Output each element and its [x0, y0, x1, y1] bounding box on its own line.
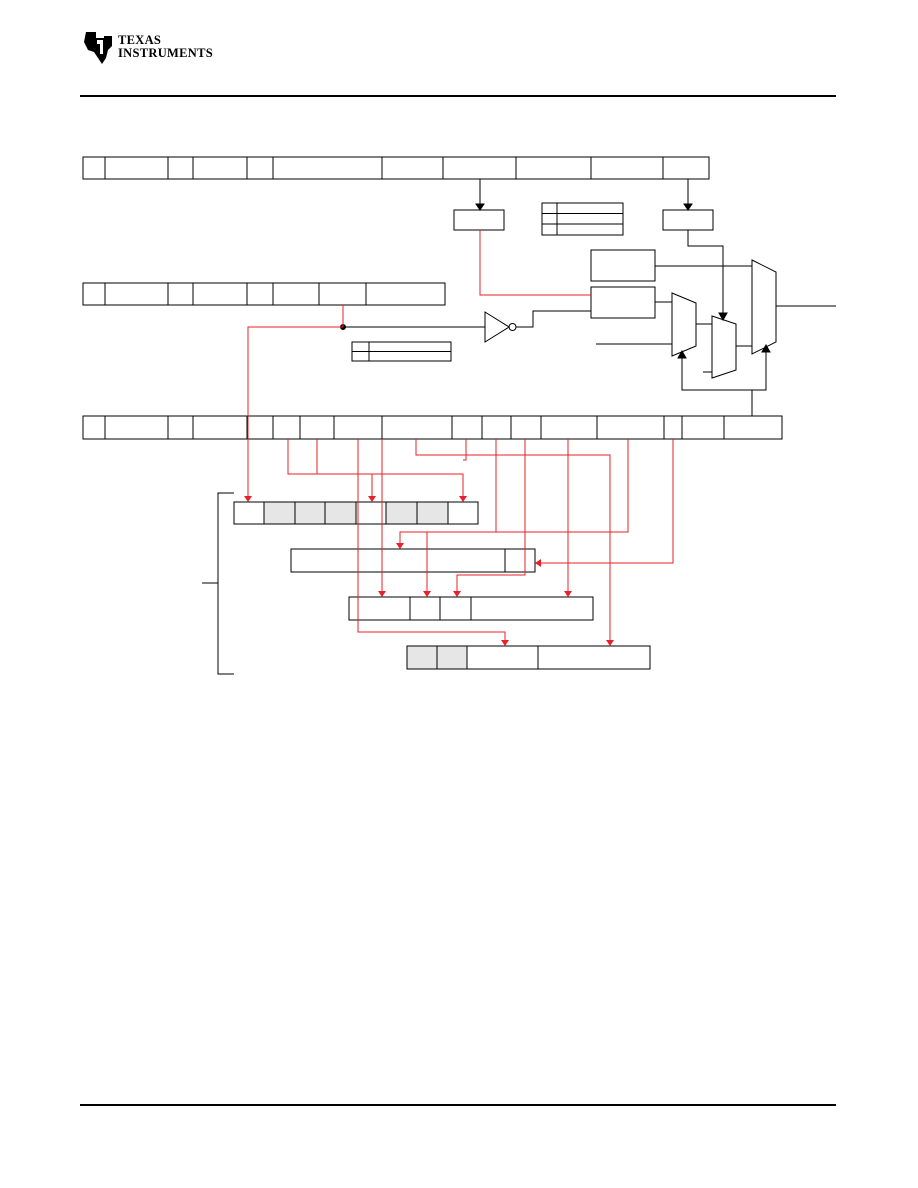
reg1-field: [82, 156, 106, 180]
reg2-field: [104, 282, 169, 306]
reg1-field: [167, 156, 194, 180]
bracket: [217, 492, 234, 675]
reg3-field: [82, 415, 106, 440]
company-name: Texas Instruments: [118, 34, 213, 60]
output-register-d: [406, 645, 651, 670]
reg2-field: [82, 282, 106, 306]
reg3-field: [299, 415, 335, 440]
inverter-gate: [484, 311, 510, 343]
reg1-field: [662, 156, 710, 180]
legend-table-2: [351, 341, 452, 362]
reg3-field: [481, 415, 512, 440]
reg3-field: [167, 415, 194, 440]
footer-rule: [80, 1104, 836, 1106]
output-register-b: [290, 548, 536, 573]
header-rule: [80, 95, 836, 97]
reg3-field: [381, 415, 453, 440]
mux-b: [711, 315, 737, 379]
reg2-field: [272, 282, 320, 306]
reg3-field: [192, 415, 248, 440]
ti-logo-icon: [84, 32, 112, 64]
decoder-box-right: [662, 209, 714, 231]
reg1-field: [192, 156, 248, 180]
reg1-field: [104, 156, 169, 180]
output-register-c: [348, 596, 594, 621]
legend-table: [541, 202, 624, 236]
reg3-field: [663, 415, 683, 440]
reg1-field: [381, 156, 444, 180]
mux-a: [671, 292, 697, 357]
reg3-field: [596, 415, 665, 440]
reg2-field: [167, 282, 194, 306]
register-row-1: [82, 156, 710, 180]
reg3-field: [451, 415, 483, 440]
signal-routing: [247, 230, 674, 640]
register-row-3: [82, 415, 783, 440]
reg2-field: [246, 282, 274, 306]
reg2-field: [318, 282, 367, 306]
mux-c: [751, 259, 777, 355]
reg1-field: [246, 156, 274, 180]
logic-block-lower: [590, 286, 656, 319]
reg1-field: [442, 156, 517, 180]
reg2-field: [192, 282, 248, 306]
reg3-field: [246, 415, 274, 440]
reg2-field: [365, 282, 446, 306]
reg3-field: [272, 415, 301, 440]
decoder-box-left: [453, 209, 505, 231]
logo-line-2: Instruments: [118, 46, 213, 60]
reg3-field: [681, 415, 725, 440]
reg3-field: [104, 415, 169, 440]
reg1-field: [272, 156, 383, 180]
signal-arrowheads: [244, 496, 614, 646]
reg1-field: [515, 156, 592, 180]
reg3-field: [333, 415, 383, 440]
logo-line-1: Texas: [118, 33, 162, 47]
reg3-field: [540, 415, 598, 440]
reg1-field: [590, 156, 664, 180]
reg3-field: [510, 415, 542, 440]
register-row-2: [82, 282, 446, 306]
logic-block-upper: [590, 249, 656, 282]
reg3-field: [723, 415, 783, 440]
output-register-a: [233, 501, 479, 525]
